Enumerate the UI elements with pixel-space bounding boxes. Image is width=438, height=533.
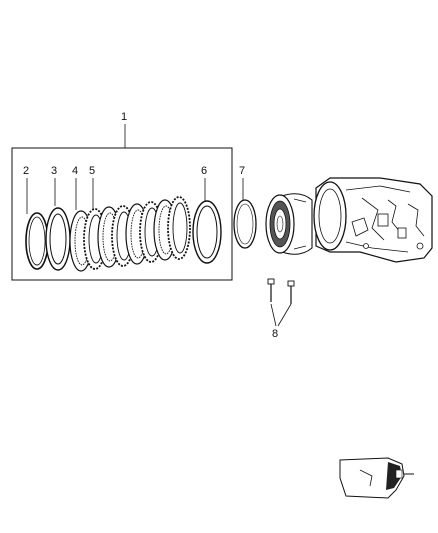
callout-4: 4 — [72, 165, 78, 177]
leader-line-8a — [270, 303, 277, 327]
clutch-disc-icon — [167, 196, 191, 260]
callout-1: 1 — [121, 111, 127, 123]
snap-ring-icon — [25, 212, 49, 270]
clutch-drum-icon — [265, 193, 313, 255]
bolt-icon — [267, 278, 275, 302]
callout-5: 5 — [89, 165, 95, 177]
callout-7: 7 — [239, 165, 245, 177]
vehicle-locator-icon — [339, 457, 414, 499]
reaction-plate-icon — [192, 200, 222, 264]
callout-3: 3 — [51, 165, 57, 177]
callout-2: 2 — [23, 165, 29, 177]
transmission-case-icon — [313, 177, 433, 263]
clutch-pack-group-box — [11, 147, 233, 281]
pressure-plate-icon — [45, 207, 71, 271]
clutch-stack — [69, 196, 191, 272]
seal-icon — [233, 199, 257, 249]
callout-6: 6 — [201, 165, 207, 177]
callout-8: 8 — [272, 328, 278, 340]
bolt-icon — [287, 280, 295, 304]
leader-line-8b — [277, 303, 292, 327]
